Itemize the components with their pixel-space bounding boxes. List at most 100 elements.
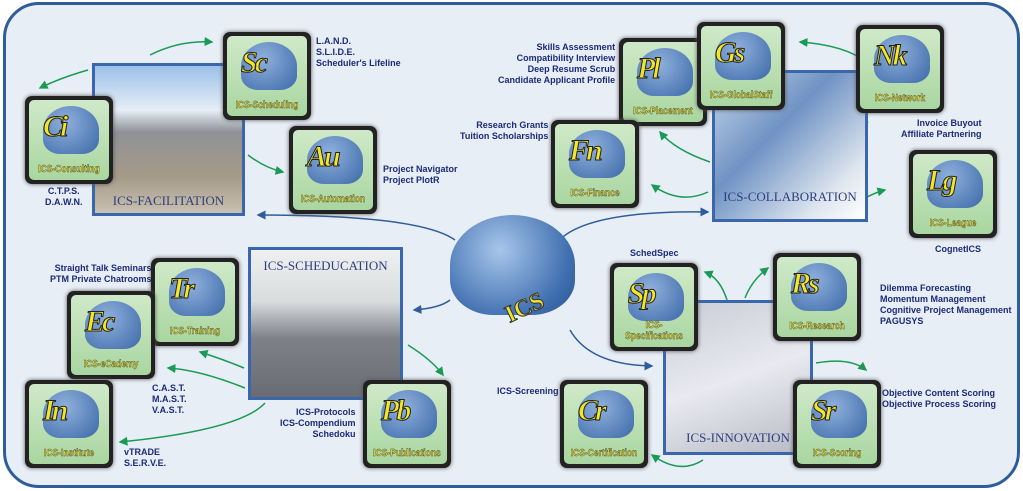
tile-label: ICS-Placement [633,106,693,117]
tile-label: ICS-Scheduling [235,100,299,111]
note-line: Skills Assessment [536,42,616,52]
photo-caption: ICS-SCHEDUCATION [263,258,388,273]
arrow [118,402,266,446]
arrow [650,454,704,468]
tile-label: ICS-Automation [300,194,366,205]
note-line: Research Grants [476,120,549,130]
helmet-icon [43,106,99,154]
helmet-icon [578,390,634,438]
note-consulting: C.T.P.S.D.A.W.N. [45,186,83,208]
note-line: V.A.S.T. [152,405,185,415]
tile-monogram: Pl [637,52,662,86]
arrow [650,184,709,198]
note-certification: ICS-Screening [497,386,559,397]
tile-monogram: Sc [241,46,269,80]
note-line: Tuition Scholarships [460,131,549,141]
note-line: PTM Private Chatrooms [50,274,152,284]
tile-monogram: Cr [578,394,608,428]
helmet-icon [241,42,297,90]
note-line: S.L.I.D.E. [316,47,356,57]
note-line: Straight Talk Seminars [54,263,152,273]
note-line: PAGUSYS [880,316,924,326]
helmet-icon [715,32,771,80]
arrow [247,154,285,175]
note-specifications: SchedSpec [630,248,679,259]
note-line: D.A.W.N. [45,197,83,207]
helmet-icon [874,35,930,83]
note-league: CognetICS [935,244,981,255]
note-line: Invoice Buyout [917,118,982,128]
note-line: M.A.S.T. [152,394,187,404]
photo-caption: ICS-COLLABORATION [723,189,857,204]
central-ics-helmet[interactable]: ICS [445,215,583,335]
tile-monogram: Fn [569,134,604,168]
tile-monogram: Pb [380,394,411,428]
note-line: Affiliate Partnering [901,129,982,139]
tile-label: ICS-Specifications [625,320,683,342]
helmet-icon [628,273,684,321]
helmet-icon [791,263,847,311]
note-line: Schedoku [312,429,356,439]
note-ecademy: C.A.S.T.M.A.S.T.V.A.S.T. [152,383,187,416]
arrow [744,267,770,299]
note-line: SchedSpec [630,248,679,258]
helmet-icon [569,130,625,178]
note-line: Dilemma Forecasting [880,283,972,293]
tile-label: ICS-Finance [570,188,620,199]
note-line: Scheduler's Lifeline [316,58,401,68]
helmet-icon [637,48,693,96]
helmet-icon [381,390,437,438]
arrow [198,350,245,369]
helmet-icon [85,301,141,349]
note-line: Project PlotR [383,175,440,185]
tile-label: ICS-Scoring [812,448,862,459]
tile-label: ICS-Research [789,321,845,332]
note-line: ICS-Compendium [280,418,356,428]
helmet-icon [43,390,99,438]
arrow [815,360,868,371]
note-line: ICS-Screening [497,386,559,396]
tile-label: ICS-League [929,218,977,229]
note-line: Candidate Applicant Profile [498,75,616,85]
tile-label: ICS-Certification [570,448,638,459]
tile-label: ICS-Consulting [38,164,100,175]
helmet-icon [450,215,575,315]
tile-monogram: Lg [926,164,957,198]
note-line: L.A.N.D. [316,36,351,46]
tile-monogram: Ec [84,305,115,339]
arrow [703,270,728,301]
helmet-icon [307,136,363,184]
arrow [38,69,89,89]
helmet-icon [811,390,867,438]
note-line: ICS-Protocols [295,407,356,417]
note-line: Deep Resume Scrub [527,64,616,74]
